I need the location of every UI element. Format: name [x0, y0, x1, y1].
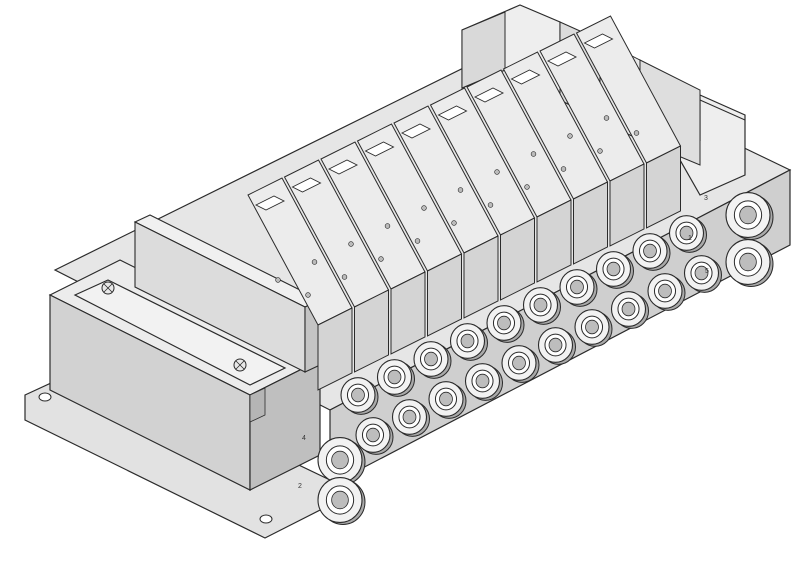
screw-icon: [524, 184, 530, 190]
one-touch-fitting: [574, 309, 613, 347]
one-touch-fitting: [413, 341, 452, 379]
valve-station: [466, 69, 572, 283]
one-touch-fitting: [317, 477, 366, 525]
screw-icon: [275, 277, 281, 283]
port-label: 5: [705, 268, 709, 275]
one-touch-fitting: [428, 381, 467, 419]
one-touch-fitting: [537, 327, 576, 365]
screw-icon: [487, 202, 494, 208]
valve-station: [320, 141, 426, 355]
screw-icon: [421, 205, 427, 211]
screw-icon: [560, 166, 567, 172]
screw-icon: [633, 130, 640, 136]
valve-station: [502, 51, 609, 265]
indicator-window: [254, 195, 286, 211]
screw-icon: [305, 292, 311, 298]
port-label: 1: [688, 235, 692, 242]
fittings: 4 2 1 3 5: [298, 192, 774, 525]
one-touch-fitting: [376, 359, 415, 397]
one-touch-fitting: [595, 251, 634, 289]
port-label: 2: [298, 483, 302, 490]
indicator-window: [546, 51, 578, 67]
indicator-window: [400, 123, 432, 139]
one-touch-fitting: [340, 377, 379, 415]
one-touch-fitting: [391, 399, 430, 437]
port-label: 3: [704, 195, 708, 202]
indicator-window: [291, 177, 322, 193]
screw-icon: [311, 259, 318, 265]
valve-station: [283, 159, 390, 373]
one-touch-fitting: [647, 273, 686, 311]
one-touch-fitting: [355, 417, 394, 455]
port-label: 4: [302, 435, 306, 442]
screw-icon: [597, 148, 603, 154]
one-touch-fitting: [464, 363, 503, 401]
valve-station: [429, 87, 536, 301]
screw-icon: [451, 220, 457, 226]
screw-icon: [348, 241, 354, 247]
valve-station: [356, 123, 463, 337]
one-touch-fitting: [610, 291, 649, 329]
one-touch-fitting: [683, 255, 722, 293]
valve-station: [539, 33, 645, 247]
screw-icon: [384, 223, 391, 229]
indicator-window: [473, 87, 505, 103]
valve-station: [575, 15, 682, 229]
screw-icon: [341, 274, 348, 280]
label-plate: [73, 279, 287, 386]
one-touch-fitting: [522, 287, 561, 325]
screw-icon: [603, 115, 610, 121]
screw-icon: [494, 169, 500, 175]
screw-icon: [530, 151, 537, 157]
screw-icon: [567, 133, 573, 139]
one-touch-fitting: [317, 437, 366, 485]
indicator-window: [510, 69, 541, 85]
valve-station: [247, 177, 353, 391]
indicator-window: [437, 105, 468, 121]
one-touch-fitting: [632, 233, 671, 271]
indicator-window: [583, 33, 614, 49]
one-touch-fitting: [501, 345, 540, 383]
one-touch-fitting: [668, 215, 707, 253]
screw-icon: [414, 238, 421, 244]
valve-station: [393, 105, 499, 319]
screw-icon: [457, 187, 464, 193]
indicator-window: [364, 141, 395, 157]
valve-stations: [247, 15, 682, 391]
one-touch-fitting: [486, 305, 525, 343]
screw-icon: [378, 256, 384, 262]
one-touch-fitting: [725, 192, 774, 240]
one-touch-fitting: [559, 269, 598, 307]
one-touch-fitting: [725, 239, 774, 287]
one-touch-fitting: [449, 323, 488, 361]
indicator-window: [327, 159, 359, 175]
